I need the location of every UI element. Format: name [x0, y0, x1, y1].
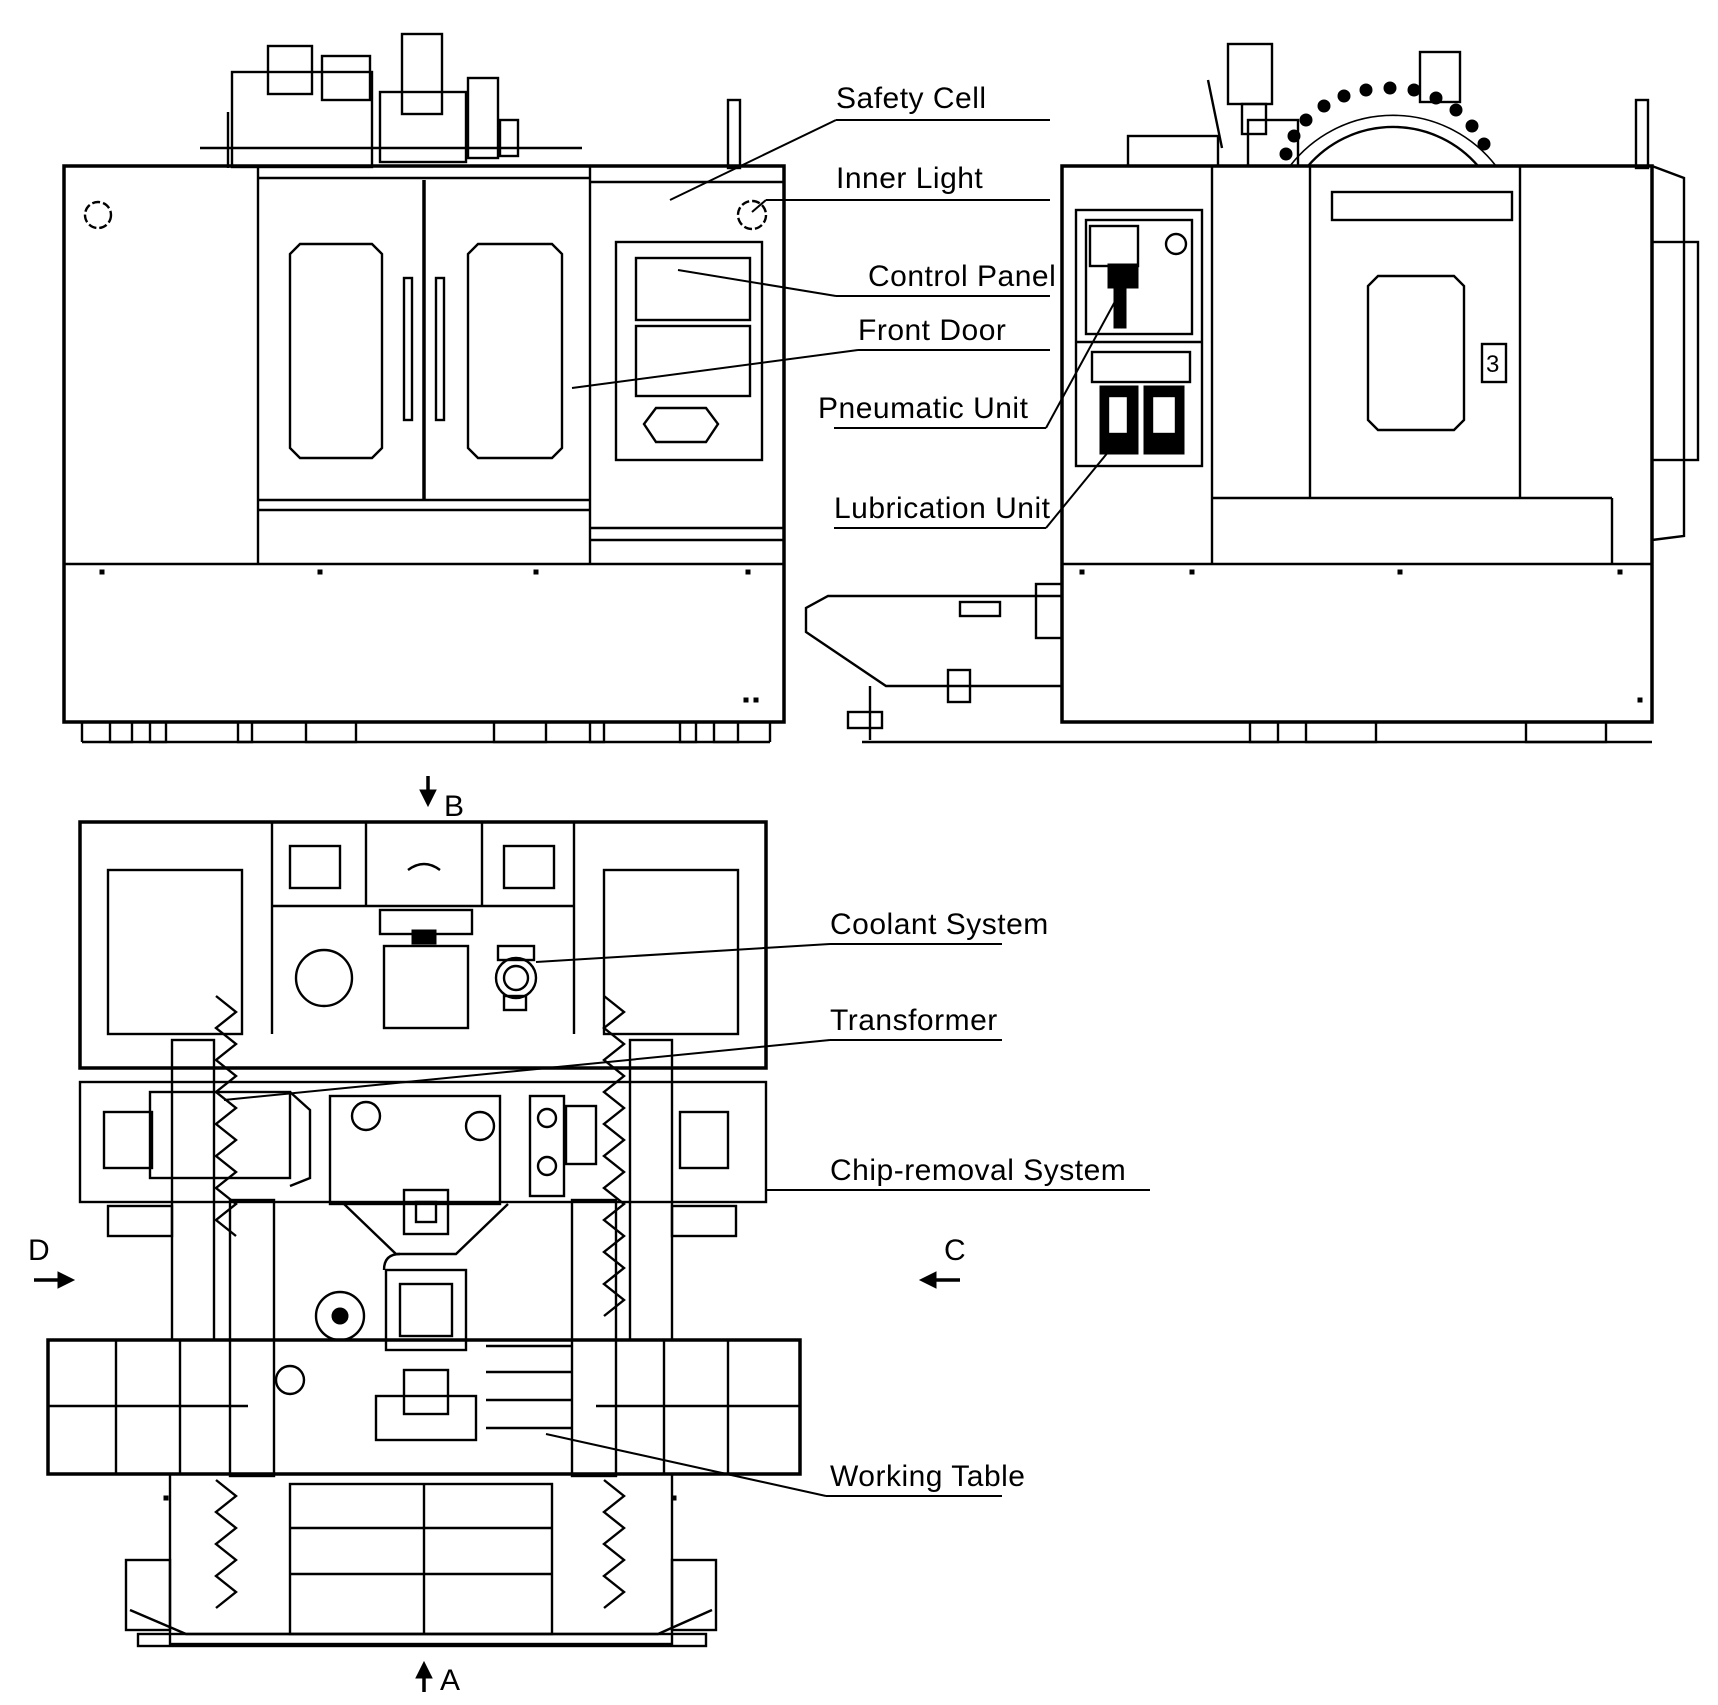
callout-transformer: Transformer [223, 1004, 1002, 1101]
callout-inner-light: Inner Light [751, 162, 1050, 213]
spindle-assembly [328, 1094, 598, 1442]
working-table [46, 1338, 802, 1476]
tool-magazine [1126, 42, 1650, 170]
chip-conveyor [804, 569, 1652, 744]
callout-safety-cell: Safety Cell [669, 82, 1050, 201]
control-panel-label: Control Panel [868, 260, 1056, 293]
pneumatic-lubrication-compartment [1074, 208, 1204, 468]
view-arrow-d: D [28, 1234, 76, 1289]
callout-lubrication-unit: Lubrication Unit [834, 439, 1119, 529]
front-base [80, 569, 772, 744]
front-door [288, 180, 564, 500]
view-arrow-a: A [415, 1660, 460, 1697]
front-door-label: Front Door [858, 314, 1006, 347]
safety-cell-label: Safety Cell [836, 82, 987, 115]
view-arrow-b: B [419, 776, 464, 823]
inner-light-label: Inner Light [836, 162, 983, 195]
left-light-icon [83, 200, 113, 230]
svg-text:3: 3 [1486, 351, 1500, 378]
chip-removal-system-label: Chip-removal System [830, 1154, 1126, 1187]
coolant-system-label: Coolant System [830, 908, 1049, 941]
view-label-a: A [440, 1664, 460, 1697]
front-cabinet-outline [62, 164, 786, 724]
callout-control-panel: Control Panel [677, 260, 1056, 297]
front-view [62, 32, 786, 744]
callout-front-door: Front Door [571, 314, 1050, 389]
pneumatic-unit-label: Pneumatic Unit [818, 392, 1029, 425]
top-view [46, 820, 802, 1648]
left-column [170, 995, 276, 1609]
front-roof-equipment [200, 32, 742, 170]
coolant-pump [494, 944, 538, 1012]
inner-light-icon [736, 199, 768, 231]
lubrication-unit-label: Lubrication Unit [834, 492, 1051, 525]
view-label-d: D [28, 1234, 50, 1267]
callout-coolant-system: Coolant System [535, 908, 1049, 963]
callout-chip-removal-system: Chip-removal System [766, 1154, 1150, 1191]
working-table-label: Working Table [830, 1460, 1026, 1493]
view-label-b: B [444, 790, 464, 823]
view-label-c: C [944, 1234, 966, 1267]
callout-pneumatic-unit: Pneumatic Unit [818, 295, 1119, 429]
control-panel [614, 240, 764, 462]
transformer-label: Transformer [830, 1004, 998, 1037]
callout-working-table: Working Table [545, 1433, 1026, 1497]
view-arrow-c: C [918, 1234, 966, 1289]
side-view: 3 [804, 42, 1700, 744]
right-column [570, 995, 674, 1609]
transformer [148, 1090, 292, 1180]
